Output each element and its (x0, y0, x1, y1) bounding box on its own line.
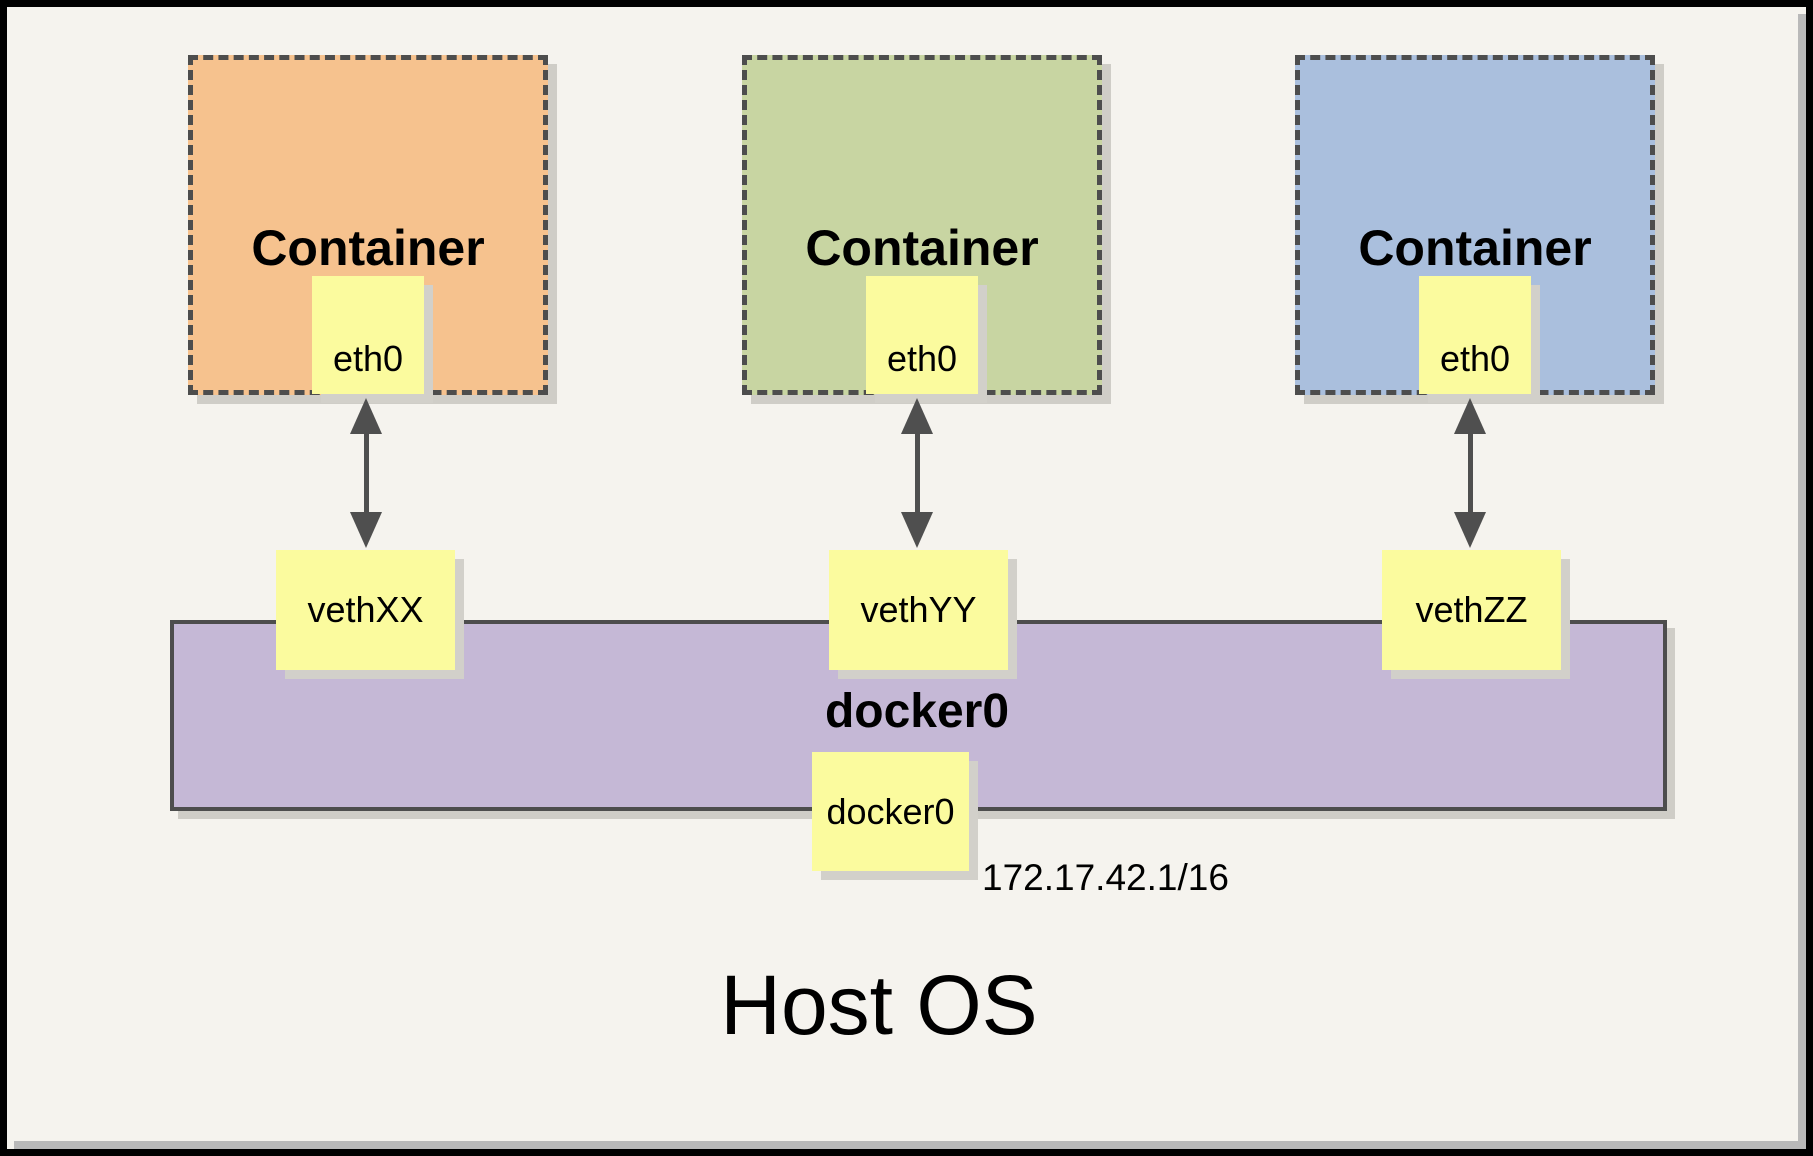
container-box-1: Container eth0 (188, 55, 548, 395)
docker0-interface-node: docker0 (812, 752, 969, 871)
veth-arrow-3-icon (1453, 398, 1487, 548)
host-os-label: Host OS (720, 958, 1038, 1052)
veth-arrow-2-icon (900, 398, 934, 548)
container-1-eth0-node: eth0 (312, 276, 424, 394)
veth-node-2: vethYY (829, 550, 1008, 670)
docker0-bridge-label: docker0 (824, 685, 1010, 738)
container-2-eth0-node: eth0 (866, 276, 978, 394)
container-1-label: Container (251, 220, 485, 276)
container-box-3: Container eth0 (1295, 55, 1655, 395)
page-inner-shadow-right (1798, 14, 1806, 1149)
container-3-label: Container (1358, 220, 1592, 276)
container-3-eth0-node: eth0 (1419, 276, 1531, 394)
container-box-2: Container eth0 (742, 55, 1102, 395)
veth-node-1: vethXX (276, 550, 455, 670)
container-2-label: Container (805, 220, 1039, 276)
page-inner-shadow-bottom (14, 1141, 1806, 1149)
bridge-ip-label: 172.17.42.1/16 (982, 857, 1229, 898)
veth-arrow-1-icon (349, 398, 383, 548)
veth-node-3: vethZZ (1382, 550, 1561, 670)
